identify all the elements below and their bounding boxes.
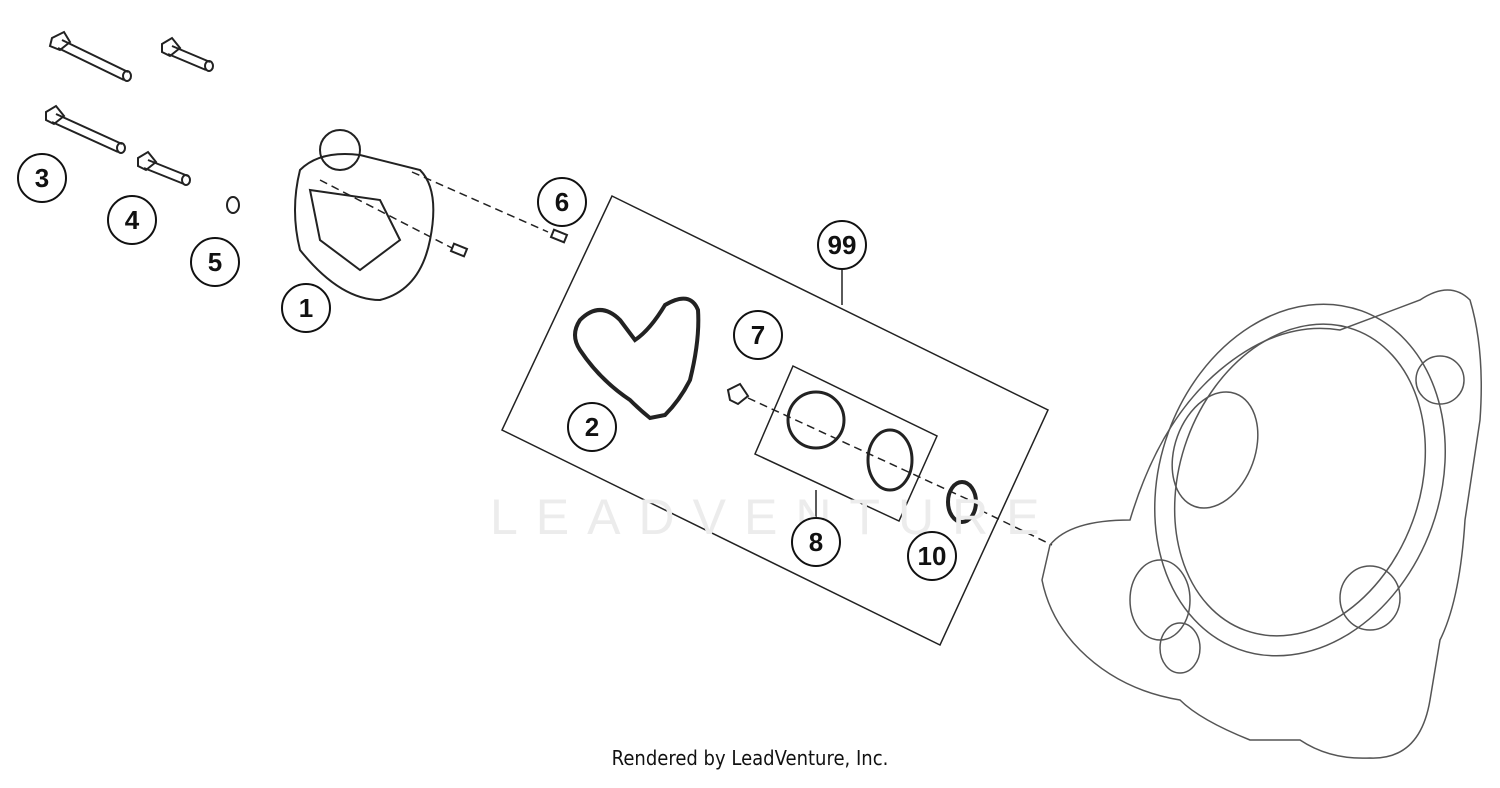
callout-7[interactable]: 7 bbox=[733, 310, 783, 360]
footer-credit: Rendered by LeadVenture, Inc. bbox=[611, 746, 889, 770]
callout-label: 10 bbox=[917, 540, 947, 571]
impeller-plate-icon bbox=[866, 428, 914, 492]
watermark: LEADVENTURE bbox=[490, 489, 1058, 545]
callout-label: 7 bbox=[750, 319, 766, 350]
impeller-icon bbox=[786, 390, 846, 450]
callout-2[interactable]: 2 bbox=[567, 402, 617, 452]
callout-4[interactable]: 4 bbox=[107, 195, 157, 245]
bolt-icon bbox=[48, 30, 132, 82]
callout-label: 4 bbox=[124, 204, 140, 235]
callout-1[interactable]: 1 bbox=[281, 283, 331, 333]
callout-8[interactable]: 8 bbox=[791, 517, 841, 567]
callout-10[interactable]: 10 bbox=[907, 531, 957, 581]
callout-label: 1 bbox=[298, 292, 314, 323]
nut-icon bbox=[226, 196, 240, 214]
bolt-icon bbox=[137, 150, 191, 186]
callout-label: 6 bbox=[554, 186, 570, 217]
dowel-pin-icon bbox=[449, 242, 469, 258]
callout-label: 2 bbox=[584, 411, 600, 442]
callout-label: 5 bbox=[207, 246, 223, 277]
impeller-nut-icon bbox=[726, 382, 750, 406]
bolt-icon bbox=[161, 36, 214, 72]
callout-3[interactable]: 3 bbox=[17, 153, 67, 203]
callout-6[interactable]: 6 bbox=[537, 177, 587, 227]
shaft-seal-icon bbox=[946, 480, 978, 524]
bolt-icon bbox=[45, 104, 126, 154]
callout-label: 99 bbox=[827, 229, 857, 260]
pump-cover-icon bbox=[294, 129, 435, 302]
gasket-icon bbox=[573, 296, 701, 421]
dowel-pin-icon bbox=[549, 228, 569, 244]
callout-5[interactable]: 5 bbox=[190, 237, 240, 287]
callout-label: 3 bbox=[34, 162, 50, 193]
callout-99[interactable]: 99 bbox=[817, 220, 867, 270]
callout-label: 8 bbox=[808, 526, 824, 557]
engine-case-icon bbox=[1041, 289, 1482, 759]
